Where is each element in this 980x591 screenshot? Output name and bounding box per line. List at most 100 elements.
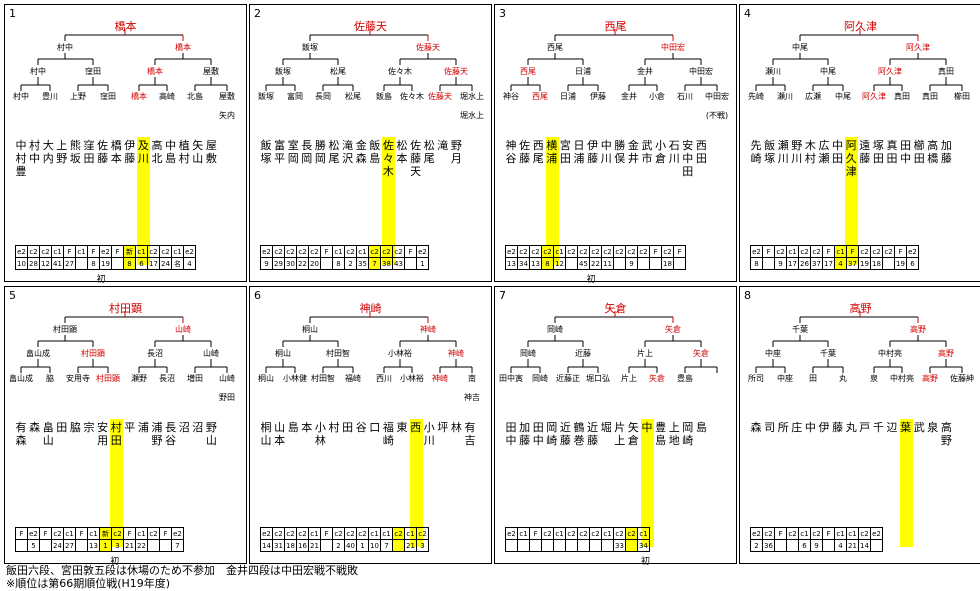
winner-highlight [137,137,151,265]
rank-class-cell: c2 [601,245,614,258]
player-column: 丸 [845,421,857,434]
player-column: 中島 [165,139,177,165]
player-name-char: 滝 [437,139,449,152]
player-name-char: 西 [695,139,707,152]
player-name-char: 中 [682,152,694,165]
player-name-char: 堀 [600,421,612,434]
rank-class-cell: c2 [159,245,172,258]
rank-class-cell: c2 [272,245,285,258]
player-column: 飯島 [369,139,381,165]
player-name-char: 島 [695,421,707,434]
rank-order-cell: 1 [356,539,369,552]
player-column: 野川 [791,139,803,165]
rank-class-cell: e2 [260,527,273,540]
player-name-char: 松 [423,139,435,152]
rank-class-cell: c2 [589,245,602,258]
player-name-char: 佐 [382,139,394,152]
rank-class-cell: c2 [147,245,160,258]
player-name-char: 藤 [859,152,871,165]
panel-number: 3 [499,7,506,20]
player-name-char: 畠 [42,421,54,434]
rank-order-cell: 7 [171,539,184,552]
player-column: 神谷 [505,139,517,165]
player-column: 豊島 [655,421,667,447]
rank-order-cell: 8 [541,257,554,270]
rank-order-cell: 3 [416,539,429,552]
player-name-char: 藤 [410,152,422,165]
player-name-char: 俣 [614,152,626,165]
player-column: 中村豊 [15,139,27,178]
rank-class-cell: c2 [882,245,895,258]
round-4-7: 堀水上 [460,92,484,101]
player-name-char: 塚 [872,139,884,152]
round-3-0: 瀬川 [765,67,781,76]
player-name-char: 谷 [505,152,517,165]
player-column: 矢山 [192,139,204,165]
round-3-0: 飯塚 [275,67,291,76]
player-name-char: 倉 [627,434,639,447]
player-name-char: 田 [913,152,925,165]
rank-class-cell: c1 [51,245,64,258]
round-3-1: 千葉 [820,349,836,358]
rank-order-cell: 36 [762,539,775,552]
round-4-5: 真田 [894,92,910,101]
player-name-char: 藤 [519,152,531,165]
rank-class-cell: c2 [51,527,64,540]
round-3-3: 中田宏 [689,67,713,76]
bracket-winner-title: 高野 [849,302,872,315]
rank-order-cell: 18 [661,257,674,270]
winner-highlight [641,419,654,547]
rank-order-cell: 22 [296,257,309,270]
player-column: 加藤 [940,139,952,165]
rank-order-cell [762,257,775,270]
round-3-2: 阿久津 [878,67,902,76]
player-column: 野山 [205,421,217,447]
player-name-char: 桐 [260,421,272,434]
winner-highlight [110,419,124,547]
player-column: 岡崎 [546,421,558,447]
rank-class-cell: c2 [589,527,602,540]
player-column: 福崎 [382,421,394,447]
rank-class-cell: F [529,527,542,540]
rank-class-cell: c2 [541,527,554,540]
player-name-char: 中 [641,421,653,434]
bracket-winner-title: 西尾 [604,20,627,33]
round-4-5: 佐々木 [400,92,424,101]
player-name-char: 藤 [559,434,571,447]
rank-class-cell: c2 [27,245,40,258]
rank-class-cell: c1 [135,527,148,540]
rank-order-cell: 21 [308,539,321,552]
player-column: 辺 [886,421,898,434]
player-column: 島 [695,421,707,434]
rank-order-cell: 18 [870,257,883,270]
round-3-2: 金井 [637,67,653,76]
rank-class-cell: e2 [870,527,883,540]
player-column: 中田 [832,139,844,165]
player-name-char: 森 [29,421,41,434]
rank-order-cell: 4 [183,257,196,270]
player-column: 富平 [274,139,286,165]
player-name-char: 瀬 [777,139,789,152]
round-4-7: 中田宏 [705,92,729,101]
rank-order-cell [111,257,124,270]
player-name-char: 加 [519,421,531,434]
rank-class-cell: c2 [296,527,309,540]
rank-order-cell: 9 [810,539,823,552]
rank-order-cell [870,539,883,552]
player-column: 葉 [900,421,912,434]
panel-number: 8 [744,289,751,302]
player-name-char: 川 [600,152,612,165]
round-4-0: 桐山 [258,374,274,383]
rank-class-cell: c2 [810,245,823,258]
rank-class-cell: c1 [798,527,811,540]
player-column: 堀 [600,421,612,434]
rank-order-cell [392,539,405,552]
panel-number: 1 [9,7,16,20]
player-name-char: 庄 [791,421,803,434]
player-name-char: 松 [328,139,340,152]
rank-class-cell: c2 [308,245,321,258]
player-column: 村田 [110,421,122,447]
player-name-char: 有 [15,421,27,434]
